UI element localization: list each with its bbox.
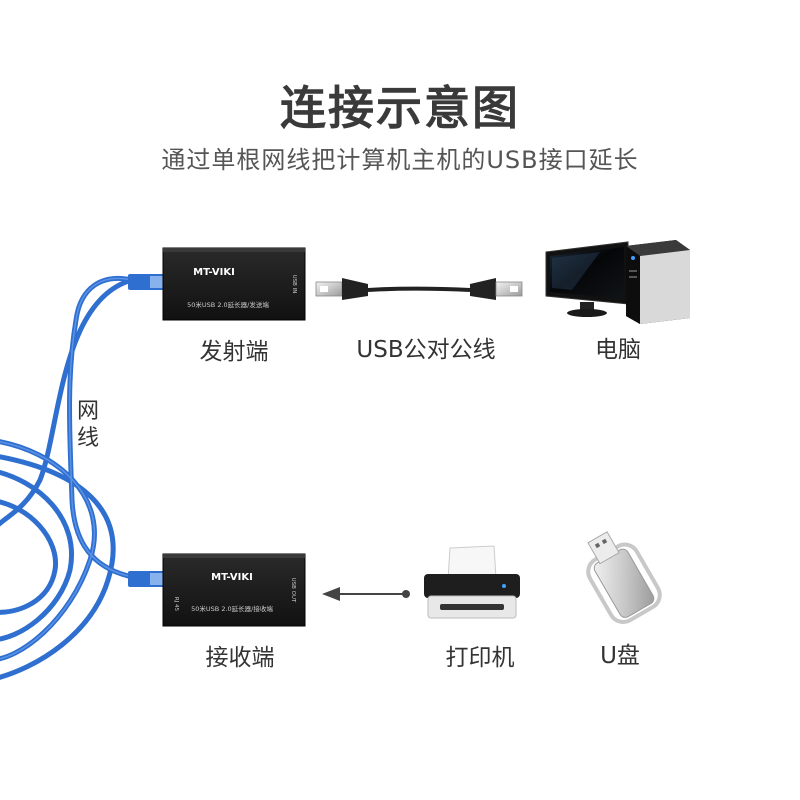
printer-label: 打印机: [445, 645, 515, 671]
receiver-label: 接收端: [205, 645, 275, 671]
printer-icon: [424, 545, 520, 619]
usb-cable-label: USB公对公线: [356, 337, 496, 363]
usb-drive-icon: [586, 531, 662, 624]
network-cable: [0, 275, 143, 680]
diagram-subtitle: 通过单根网线把计算机主机的USB接口延长: [161, 146, 639, 174]
network-cable-label-line1: 网: [76, 399, 99, 424]
transmitter-box: MT-VIKI 50米USB 2.0延长器/发送端 USB IN: [162, 247, 306, 321]
transmitter-model-text: 50米USB 2.0延长器/发送端: [187, 300, 269, 309]
receiver-box: MT-VIKI 50米USB 2.0延长器/接收端 USB OUT RJ 45: [162, 553, 306, 627]
receiver-brand: MT-VIKI: [211, 572, 253, 583]
data-flow-arrow: [322, 587, 410, 601]
receiver-side-text: RJ 45: [173, 597, 179, 612]
computer-icon: [545, 240, 690, 324]
network-cable-label-line2: 线: [76, 426, 99, 451]
transmitter-brand: MT-VIKI: [193, 267, 235, 278]
receiver-model-text: 50米USB 2.0延长器/接收端: [191, 604, 273, 613]
diagram-title: 连接示意图: [280, 81, 520, 135]
network-cable-label: 网 线: [74, 398, 102, 452]
usb-cable: [315, 278, 523, 300]
receiver-port-text: USB OUT: [290, 578, 296, 603]
rj45-plug-top: [128, 274, 164, 290]
transmitter-label: 发射端: [199, 339, 269, 365]
rj45-plug-bottom: [128, 571, 164, 587]
computer-label: 电脑: [595, 337, 641, 363]
udisk-label: U盘: [600, 643, 640, 669]
transmitter-port-text: USB IN: [291, 275, 297, 294]
